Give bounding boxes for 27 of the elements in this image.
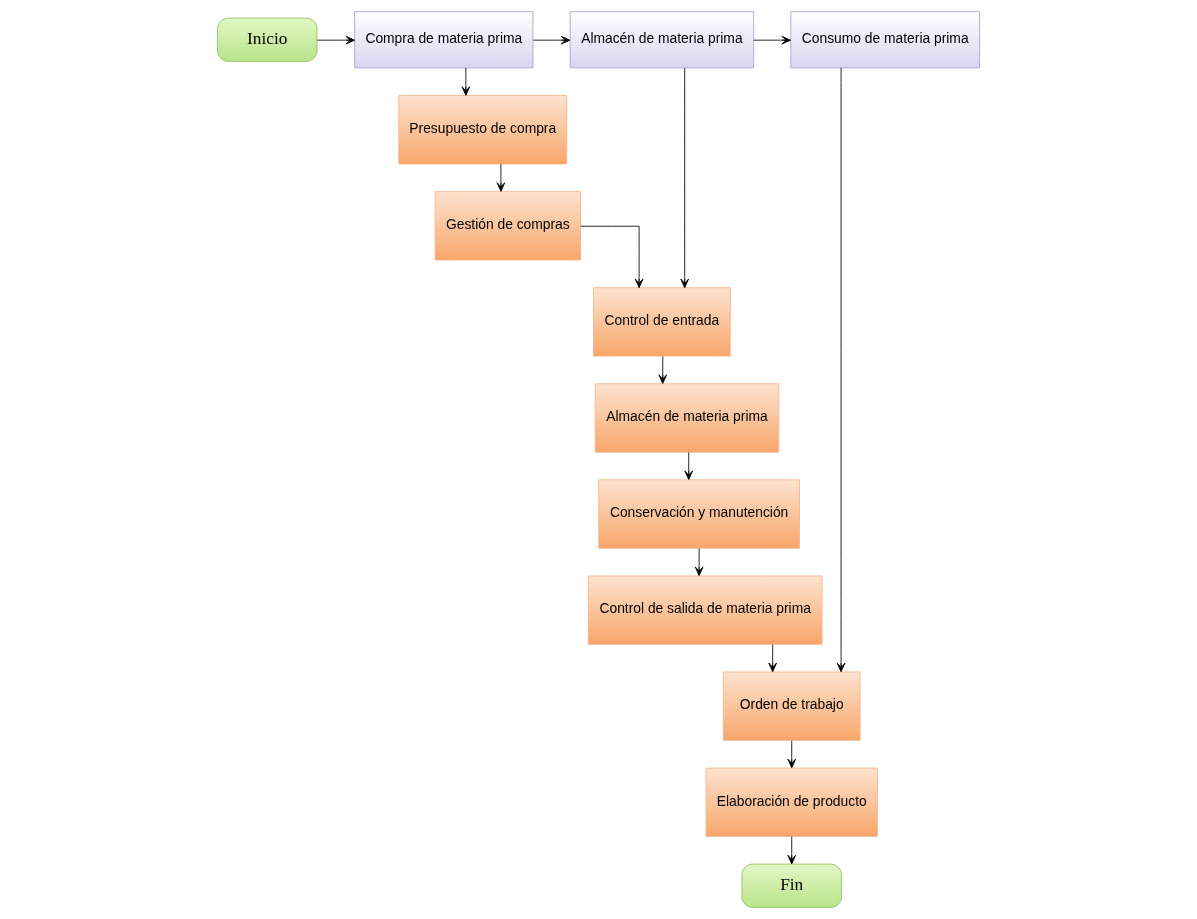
- arrow: [496, 163, 506, 192]
- node-box: Inicio: [217, 17, 318, 62]
- arrow: [580, 225, 644, 289]
- arrow: [316, 35, 355, 45]
- node-box: Almacén de materia prima: [594, 383, 780, 453]
- arrow: [532, 35, 571, 45]
- arrow: [787, 836, 797, 865]
- node-box: Conservación y manutención: [598, 479, 800, 549]
- node-box: Almacén de materia prima: [569, 11, 755, 69]
- arrow: [768, 644, 777, 673]
- arrow: [753, 35, 791, 45]
- arrow: [461, 67, 471, 96]
- arrow: [680, 67, 689, 289]
- arrow: [836, 67, 846, 673]
- node-box: Elaboración de producto: [705, 767, 878, 837]
- node-box: Control de entrada: [593, 287, 731, 357]
- arrow: [787, 740, 797, 769]
- node-box: Compra de materia prima: [354, 11, 534, 69]
- arrow: [694, 548, 704, 577]
- node-box: Presupuesto de compra: [398, 95, 568, 165]
- node-box: Consumo de materia prima: [790, 11, 980, 69]
- node-box: Orden de trabajo: [722, 671, 861, 741]
- arrow: [684, 451, 694, 480]
- arrow: [658, 355, 668, 384]
- node-box: Gestión de compras: [434, 191, 581, 261]
- node-box: Control de salida de materia prima: [587, 575, 823, 645]
- node-box: Fin: [741, 863, 842, 908]
